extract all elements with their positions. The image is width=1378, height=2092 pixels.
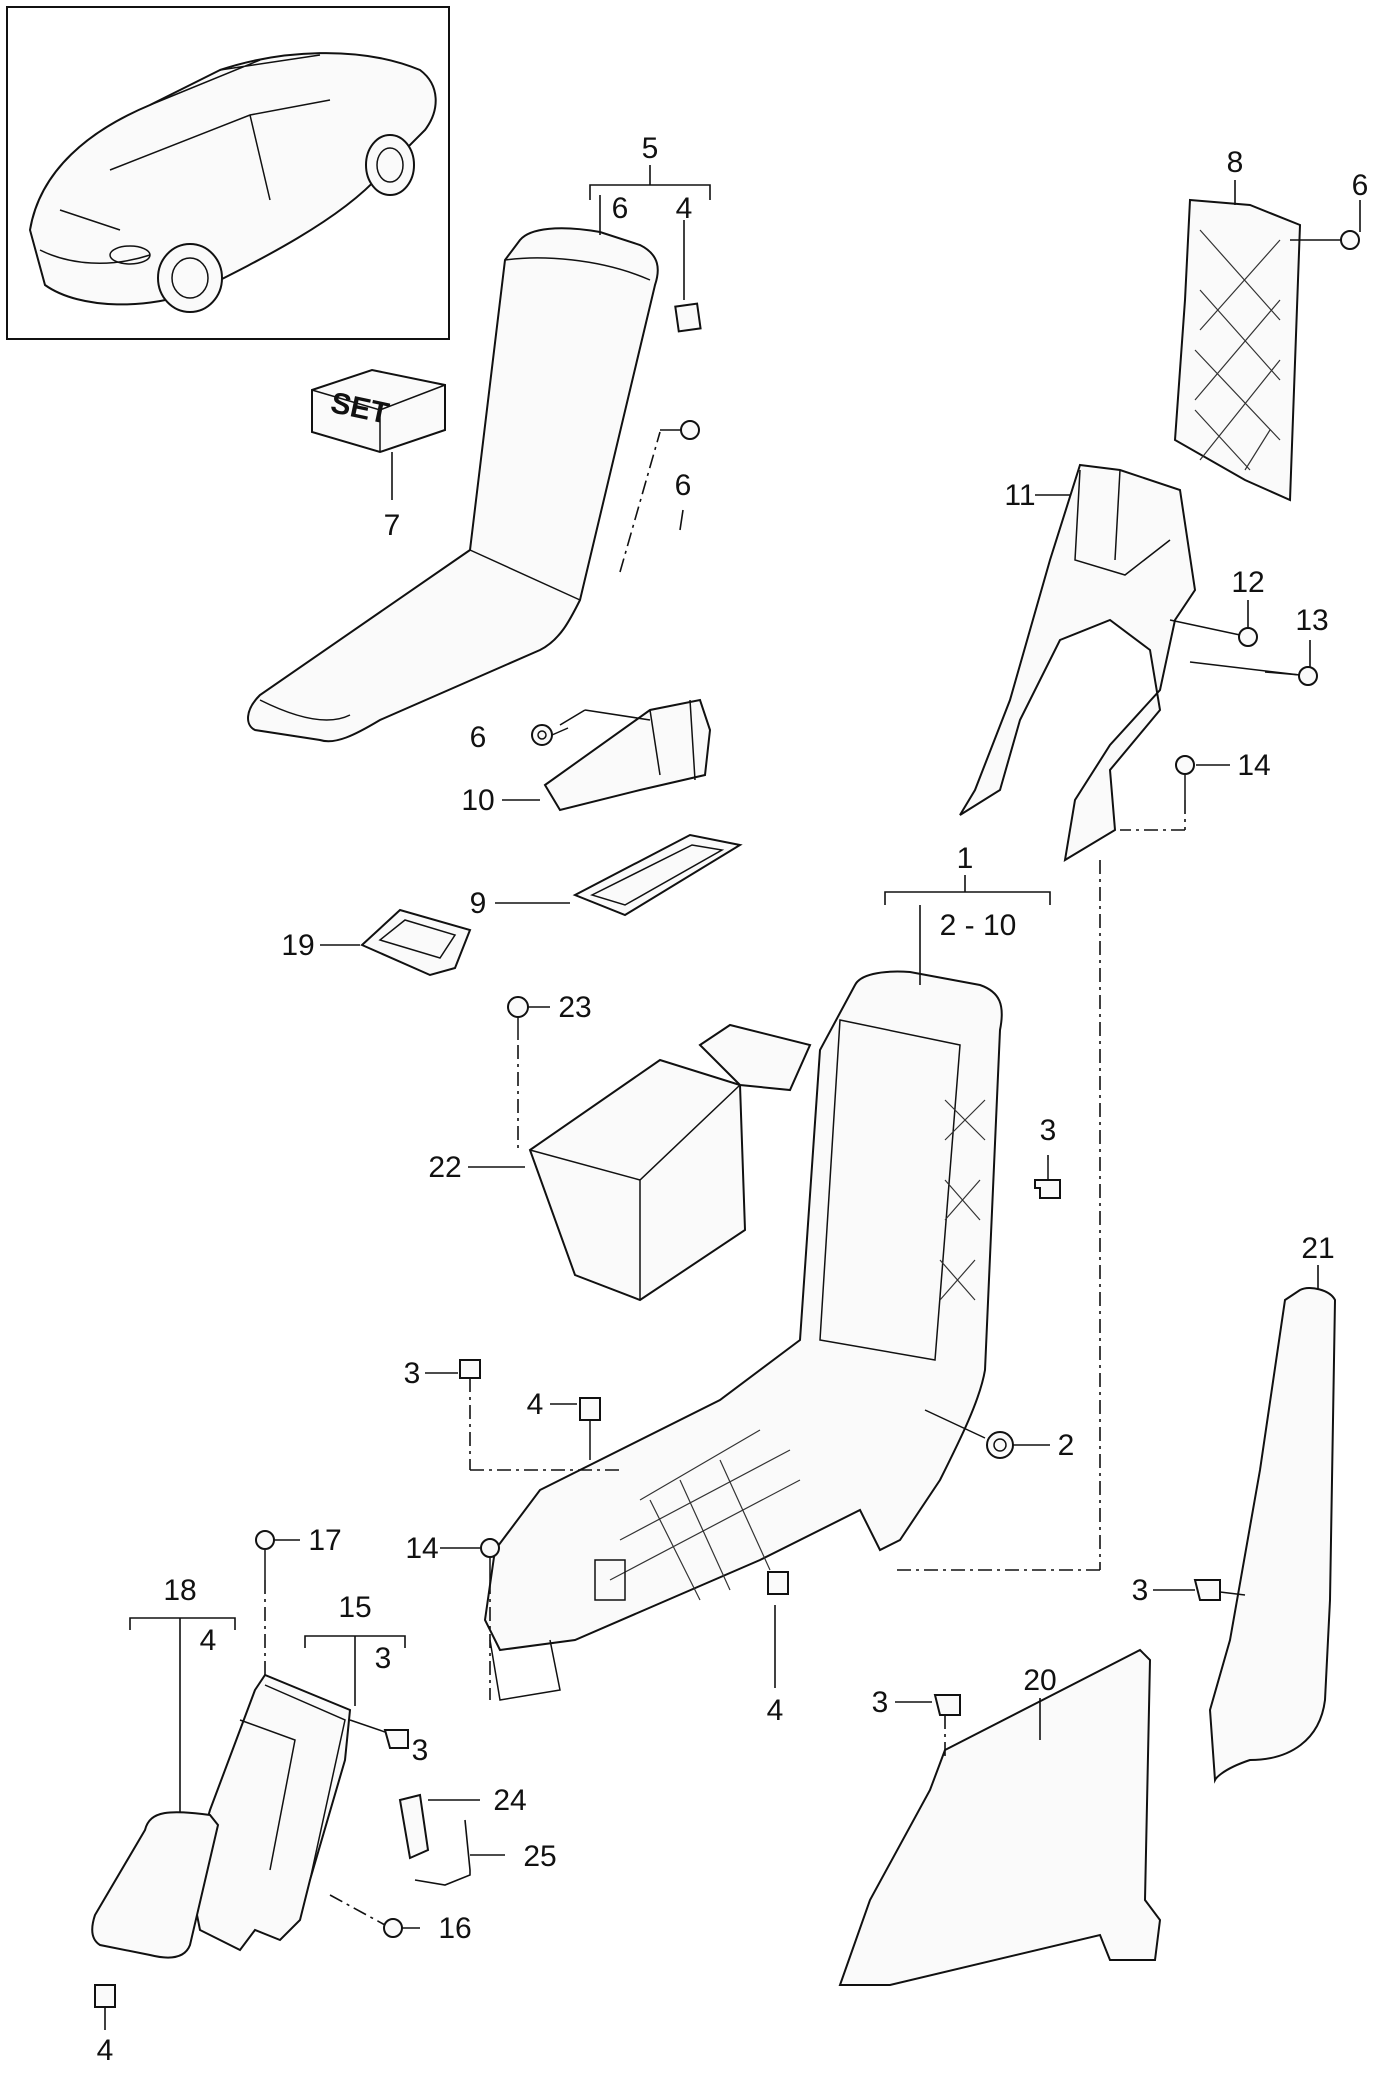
callout-5-sub-4: 4 [676,192,693,225]
part-20-side-panel [838,1648,1162,1986]
part-1-center-console [483,970,1003,1701]
part-12-screw [1169,619,1258,647]
callout-24: 24 [493,1784,526,1817]
vehicle-thumbnail [6,6,450,340]
callout-labels: 5 6 4 7 6 6 6 8 10 9 19 11 12 13 14 1 2 … [97,132,1369,2067]
part-3-clip-tray [349,1719,409,1749]
part-8-mesh-panel [1173,198,1302,502]
part-3-clip-panel-21 [1193,1579,1246,1601]
callout-2: 2 [1058,1429,1075,1462]
part-4-clip-console-lower [767,1571,789,1595]
callout-12: 12 [1231,566,1264,599]
callout-3-panel-21: 3 [1132,1574,1149,1607]
callout-14-right: 14 [1237,749,1270,782]
callout-19: 19 [281,929,314,962]
callout-7: 7 [384,509,401,542]
part-5-armrest-lid [247,227,659,743]
leader-lines [104,165,1361,2030]
callout-6-armrest: 6 [675,469,692,502]
callout-18: 18 [163,1574,196,1607]
part-14-screw-left [480,1538,500,1700]
callout-5-sub-6: 6 [612,192,629,225]
callout-13: 13 [1295,604,1328,637]
callout-9: 9 [470,887,487,920]
callout-3-panel-20: 3 [872,1686,889,1719]
part-3-clip-panel-20 [933,1694,961,1760]
callout-8: 8 [1227,146,1244,179]
callout-23: 23 [558,991,591,1024]
callout-1: 1 [957,842,974,875]
part-6-screw-armrest [619,420,700,573]
part-21-side-panel [1208,1287,1337,1784]
callout-16: 16 [438,1912,471,1945]
part-22-storage-bin [528,1023,812,1302]
part-24-bulb-holder [398,1793,480,1860]
part-11-bracket [895,463,1197,1571]
part-3-clip-console-left [459,1359,620,1471]
part-16-screw [329,1894,420,1938]
callout-6-panel: 6 [1352,169,1369,202]
callout-25: 25 [523,1840,556,1873]
part-4-clip-plate [94,1984,116,2008]
callout-17: 17 [308,1524,341,1557]
part-23-screw [507,996,529,1150]
part-19-tray [360,908,472,977]
part-13-screw [1189,661,1318,686]
callout-18-sub-4: 4 [200,1624,217,1657]
part-14-screw-right [1120,755,1195,831]
callout-3-tray: 3 [412,1734,429,1767]
callout-15: 15 [338,1591,371,1624]
part-4-clip-console [579,1397,601,1460]
part-3-clip-console-right [1034,1160,1061,1199]
part-6-screw-panel [1290,230,1360,250]
part-15-lower-tray [188,1673,352,1952]
part-4-clip-top [674,302,702,333]
part-25-cable [414,1819,505,1886]
callout-10: 10 [461,784,494,817]
callout-3-console-left: 3 [404,1357,421,1390]
callout-15-sub-3: 3 [375,1642,392,1675]
part-10-bracket [543,698,712,812]
part-17-screw [255,1530,275,1680]
callout-1-range: 2 - 10 [940,909,1017,942]
callout-20: 20 [1023,1664,1056,1697]
callout-6-bracket: 6 [470,721,487,754]
callout-14-left: 14 [405,1532,438,1565]
callout-11: 11 [1004,479,1035,512]
callout-21: 21 [1301,1232,1334,1265]
callout-4-plate: 4 [97,2034,114,2067]
part-6-screw-bracket [531,724,569,746]
callout-22: 22 [428,1151,461,1184]
part-7-set-box: SET [311,368,446,500]
callout-4-console-lower: 4 [767,1694,784,1727]
part-18-cover-plate [91,1811,220,1959]
callout-4-console: 4 [527,1388,544,1421]
callout-3-console-right: 3 [1040,1114,1057,1147]
callout-5: 5 [642,132,659,165]
part-9-pad [572,833,743,917]
